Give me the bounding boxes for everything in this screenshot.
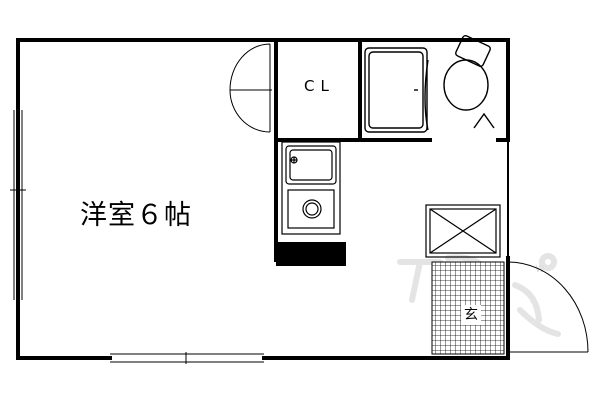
appliance-space	[425, 204, 501, 258]
entrance-label: 玄	[461, 305, 481, 325]
bathroom	[364, 47, 428, 133]
entrance-door	[507, 261, 589, 353]
closet-label: CL	[304, 77, 335, 95]
svg-text:w: w	[535, 261, 545, 275]
walls	[16, 38, 510, 360]
sink-icon	[281, 141, 341, 235]
door-swing-icon	[229, 43, 272, 133]
toilet-icon	[424, 34, 495, 131]
stove-icon	[287, 189, 335, 229]
window-icon	[10, 110, 26, 300]
kitchen-counter-block	[276, 242, 346, 266]
room-label: 洋室６帖	[80, 200, 192, 231]
bottom-window	[110, 352, 264, 364]
